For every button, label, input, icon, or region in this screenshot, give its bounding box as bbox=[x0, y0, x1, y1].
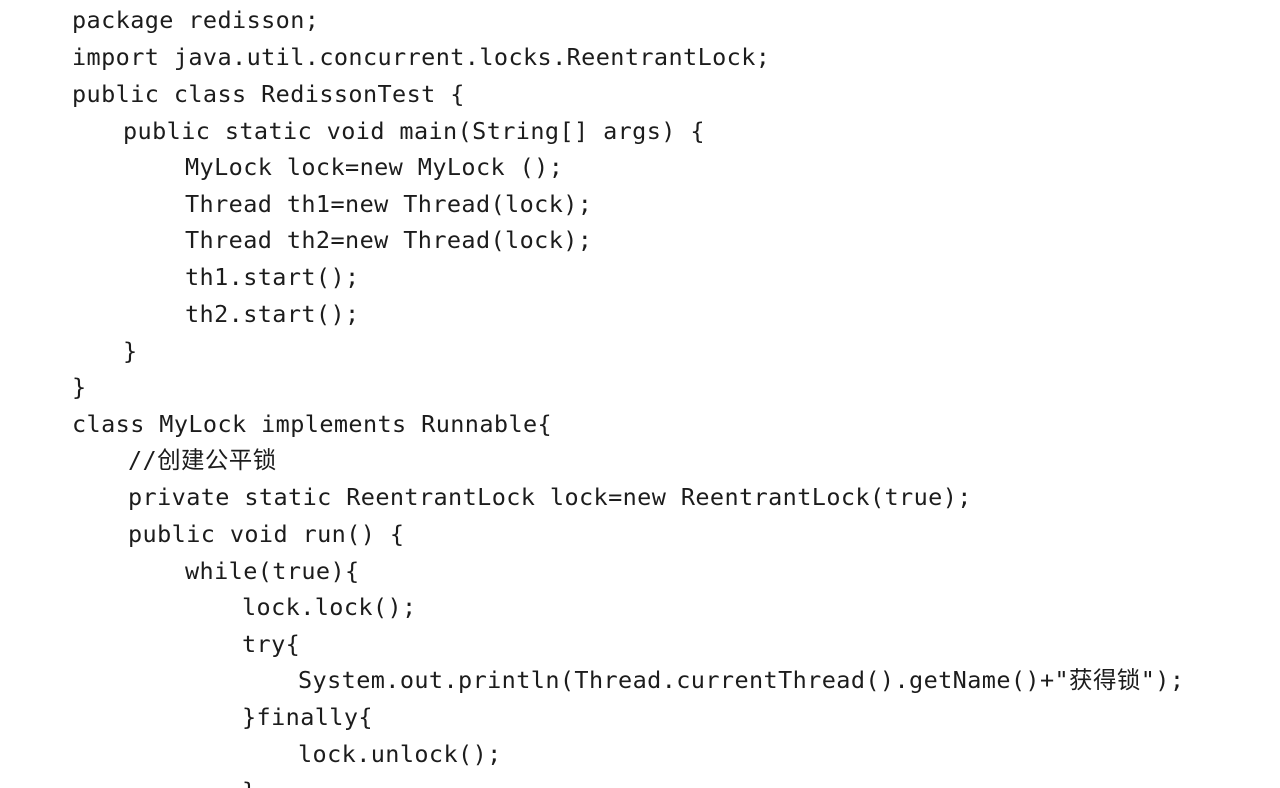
code-line-6: Thread th1=new Thread(lock); bbox=[185, 190, 593, 218]
code-line-7: Thread th2=new Thread(lock); bbox=[185, 226, 593, 254]
code-comment: //创建公平锁 bbox=[128, 446, 277, 474]
code-line-3: public class RedissonTest { bbox=[72, 80, 465, 108]
code-line-21: lock.unlock(); bbox=[298, 740, 502, 768]
code-line-11: } bbox=[72, 373, 87, 401]
code-line-22: } bbox=[242, 776, 257, 788]
code-line-20: }finally{ bbox=[242, 703, 373, 731]
code-line-17: lock.lock(); bbox=[242, 593, 417, 621]
code-line-4: public static void main(String[] args) { bbox=[123, 117, 705, 145]
code-line-12: class MyLock implements Runnable{ bbox=[72, 410, 553, 438]
code-line-10: } bbox=[123, 337, 138, 365]
code-line-5: MyLock lock=new MyLock (); bbox=[185, 153, 564, 181]
code-line-1: package redisson; bbox=[72, 6, 320, 34]
code-line-16: while(true){ bbox=[185, 557, 360, 585]
code-line-18: try{ bbox=[242, 630, 301, 658]
code-line-9: th2.start(); bbox=[185, 300, 360, 328]
code-line-8: th1.start(); bbox=[185, 263, 360, 291]
code-line-2: import java.util.concurrent.locks.Reentr… bbox=[72, 43, 771, 71]
code-line-14: private static ReentrantLock lock=new Re… bbox=[128, 483, 972, 511]
code-line-19: System.out.println(Thread.currentThread(… bbox=[298, 666, 1185, 694]
code-line-15: public void run() { bbox=[128, 520, 405, 548]
